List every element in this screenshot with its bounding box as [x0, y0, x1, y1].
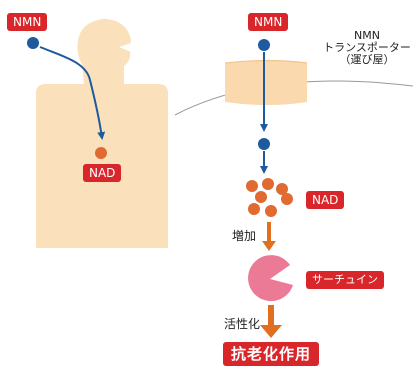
- nmn-molecule-dot-left: [27, 37, 39, 49]
- mouth-shape: [119, 43, 131, 52]
- transporter-top-edge: [224, 59, 308, 64]
- activation-label: 活性化: [224, 317, 261, 331]
- nad-label-left: NAD: [83, 164, 122, 182]
- nmn-label-right: NMN: [248, 13, 289, 31]
- sirtuin-label: サーチュイン: [306, 271, 384, 289]
- activation-arrow: [260, 305, 282, 338]
- nad-molecule-cluster: [246, 178, 293, 217]
- transporter-cylinder: [225, 60, 307, 105]
- nmn-label-left: NMN: [7, 13, 48, 31]
- transporter-label: NMN トランスポーター （運び屋）: [322, 30, 412, 66]
- increase-label: 増加: [232, 229, 257, 243]
- ingestion-arrow: [39, 46, 106, 140]
- transporter-line-3: （運び屋）: [339, 53, 395, 66]
- anti-aging-effect-label: 抗老化作用: [223, 342, 320, 366]
- nmn-molecule-dot-right: [258, 39, 270, 51]
- nad-label-right: NAD: [306, 191, 345, 209]
- sirtuin-shape: [248, 255, 293, 302]
- increase-arrow: [262, 222, 276, 251]
- transporter-line-1: NMN: [354, 29, 380, 42]
- nad-molecule-dot-left: [95, 147, 107, 159]
- nmn-molecule-dot-inside: [258, 138, 270, 150]
- transporter-line-2: トランスポーター: [323, 41, 411, 54]
